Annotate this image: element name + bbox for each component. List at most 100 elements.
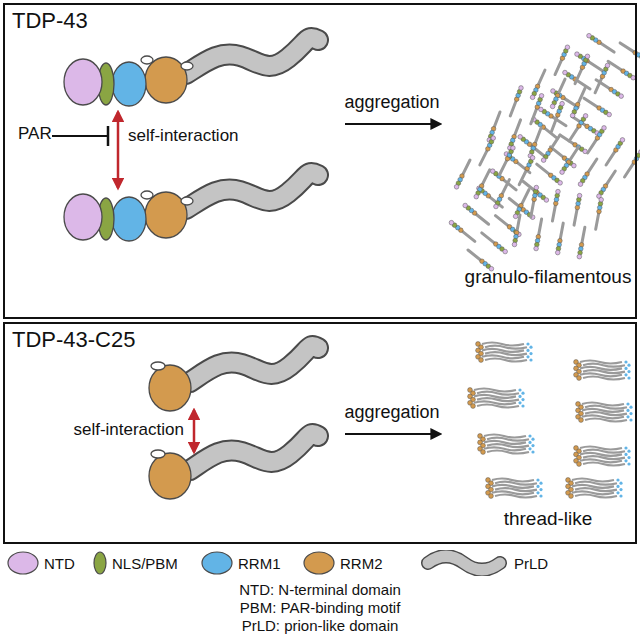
aggregate-bead — [577, 376, 582, 381]
aggregate-bead — [531, 438, 534, 441]
aggregate-strand — [607, 171, 616, 184]
aggregate-bead — [620, 138, 625, 143]
legend-item: PrLD — [418, 550, 548, 576]
prld-outline — [190, 346, 318, 382]
aggregate-bead — [528, 434, 531, 437]
aggregate-strand — [560, 223, 563, 239]
aggregate-strand — [495, 495, 537, 498]
aggregate-bead — [558, 181, 563, 186]
aggregate-bead — [602, 126, 607, 131]
legend-text: NLS/PBM — [112, 555, 178, 572]
aggregate-strand — [588, 140, 597, 153]
linker — [151, 362, 165, 370]
aggregate-strand — [589, 62, 602, 71]
aggregate-bead — [539, 488, 542, 491]
aggregate-bead — [518, 401, 521, 404]
rrm2-domain — [149, 453, 191, 499]
aggregate-bead — [479, 358, 484, 363]
aggregate-bead — [624, 373, 627, 376]
aggregate-bead — [555, 250, 560, 255]
aggregate-strand — [502, 180, 509, 194]
aggregate-strand — [608, 61, 621, 70]
aggregate-strand — [482, 349, 524, 352]
aggregate-strand — [572, 485, 614, 488]
aggregate-strand — [485, 359, 527, 362]
aggregate-bead — [619, 482, 622, 485]
aggregate-strand — [583, 463, 625, 466]
aggregate-bead — [624, 360, 627, 363]
aggregate-bead — [541, 158, 546, 163]
aggregate-strand — [569, 128, 578, 141]
aggregate-strand — [575, 495, 617, 498]
aggregate-bead — [503, 249, 508, 254]
aggregate-bead — [605, 63, 610, 68]
aggregate-strand — [580, 367, 622, 370]
aggregate-bead — [534, 185, 539, 190]
aggregate-bead — [629, 418, 632, 421]
aggregate-bead — [585, 54, 590, 59]
process-label: aggregation — [344, 92, 439, 114]
linker — [141, 191, 153, 199]
legend-swatch-box — [92, 550, 108, 576]
aggregate-bead — [616, 478, 619, 481]
aggregate-bead — [556, 189, 561, 194]
aggregate-strand — [601, 43, 614, 52]
legend-swatch-box — [418, 550, 510, 576]
aggregate-strand — [477, 405, 519, 408]
aggregate-bead — [539, 93, 544, 98]
abbreviation-note: PBM: PAR-binding motif — [240, 599, 401, 617]
aggregate-bead — [577, 254, 582, 259]
aggregate-bead — [619, 94, 624, 99]
aggregate-strand — [582, 403, 624, 406]
legend-swatch — [8, 552, 38, 574]
aggregate-bead — [579, 418, 584, 423]
aggregate-bead — [583, 114, 588, 119]
aggregate-strand — [500, 160, 507, 174]
aggregate-bead — [511, 146, 516, 151]
aggregate-strand — [487, 451, 529, 454]
thread-like-aggregate — [468, 342, 633, 499]
aggregate-bead — [624, 453, 627, 456]
inhibitor-label: PAR — [18, 124, 52, 144]
aggregate-bead — [619, 488, 622, 491]
aggregate-bead — [529, 358, 532, 361]
prld-domain — [190, 346, 318, 382]
aggregate-bead — [534, 246, 539, 251]
aggregate-strand — [582, 415, 624, 418]
aggregate-bead — [471, 404, 476, 409]
aggregate-bead — [619, 494, 622, 497]
abbreviation-note: PrLD: prion-like domain — [242, 617, 399, 635]
aggregate-bead — [575, 52, 580, 57]
aggregate-strand — [578, 88, 585, 103]
aggregate-bead — [512, 242, 517, 247]
ntd-domain — [64, 194, 102, 240]
aggregate-strand — [482, 233, 494, 243]
rrm1-domain — [112, 197, 146, 241]
aggregate-bead — [513, 214, 518, 219]
legend-item: NLS/PBM — [92, 550, 178, 576]
aggregate-strand — [580, 447, 622, 450]
aggregate-strand — [484, 441, 526, 444]
legend-swatch — [202, 552, 232, 574]
legend-swatch — [428, 556, 500, 570]
c25-molecule — [149, 346, 318, 411]
aggregate-bead — [560, 170, 565, 175]
aggregate-strand — [596, 213, 599, 229]
aggregate-bead — [626, 409, 629, 412]
aggregate-bead — [624, 367, 627, 370]
aggregate-strand — [552, 205, 555, 221]
protein-drawings — [64, 38, 318, 499]
aggregate-bead — [518, 388, 521, 391]
aggregate-bead — [616, 491, 619, 494]
aggregate-strand — [495, 216, 507, 226]
aggregate-bead — [629, 406, 632, 409]
aggregate-strand — [492, 485, 534, 488]
aggregate-bead — [572, 163, 577, 168]
aggregate-strand — [539, 219, 542, 235]
legend-swatch-box — [302, 550, 336, 576]
aggregate-bead — [521, 398, 524, 401]
aggregate-strand — [515, 120, 521, 135]
interaction-label: self-interaction — [73, 420, 184, 440]
aggregate-strand — [462, 231, 474, 241]
prld-domain — [186, 38, 318, 74]
